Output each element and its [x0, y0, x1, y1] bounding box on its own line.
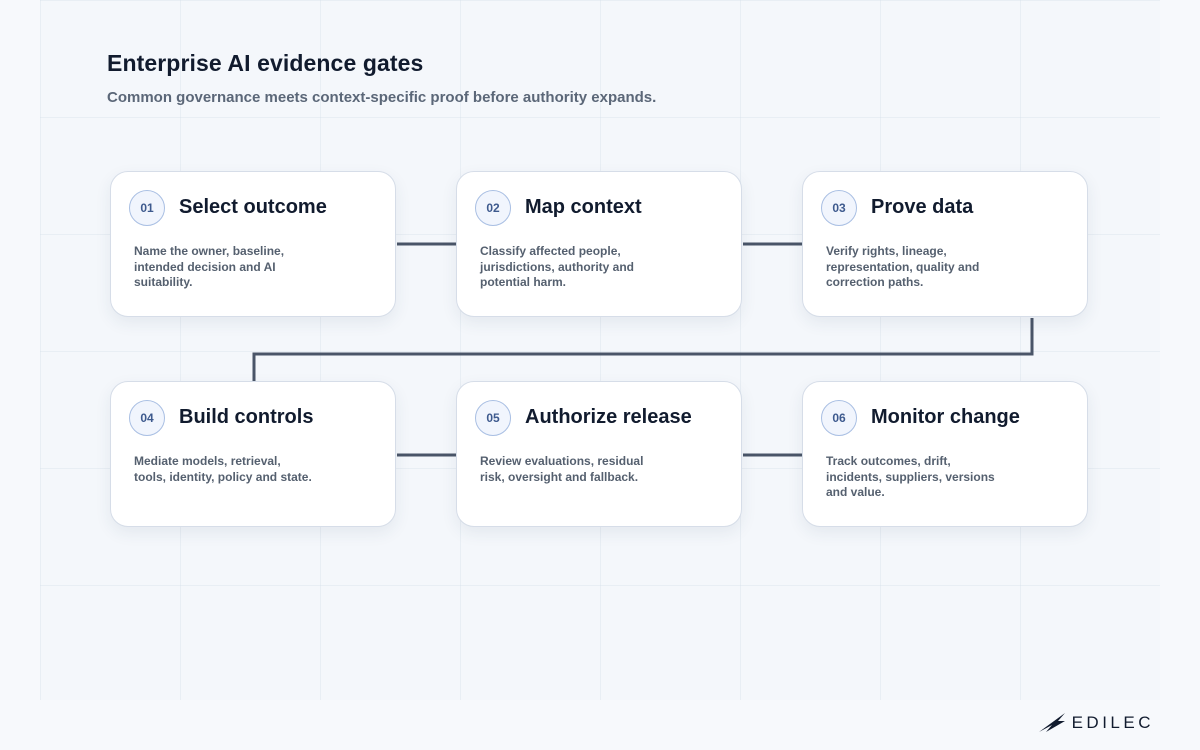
step-number-badge: 01 — [129, 190, 165, 226]
diagram-canvas — [40, 0, 1160, 700]
step-number-badge: 04 — [129, 400, 165, 436]
step-title: Prove data — [871, 196, 974, 218]
connector-03-04 — [252, 318, 1034, 382]
step-title: Map context — [525, 196, 642, 218]
step-card-build-controls: 04 Build controls Mediate models, retrie… — [110, 381, 396, 527]
step-card-authorize-release: 05 Authorize release Review evaluations,… — [456, 381, 742, 527]
edilec-wing-icon — [1038, 713, 1065, 732]
step-description: Review evaluations, residual risk, overs… — [480, 454, 644, 484]
step-title: Select outcome — [179, 196, 327, 218]
step-description: Classify affected people, jurisdictions,… — [480, 244, 635, 289]
step-title: Monitor change — [871, 406, 1020, 428]
step-number-badge: 05 — [475, 400, 511, 436]
page-subtitle: Common governance meets context-specific… — [107, 89, 657, 106]
step-card-map-context: 02 Map context Classify affected people,… — [456, 171, 742, 317]
step-card-monitor-change: 06 Monitor change Track outcomes, drift,… — [802, 381, 1088, 527]
step-description: Name the owner, baseline, intended decis… — [134, 244, 285, 289]
step-description: Mediate models, retrieval, tools, identi… — [134, 454, 312, 484]
step-description: Verify rights, lineage, representation, … — [826, 244, 980, 289]
step-description: Track outcomes, drift, incidents, suppli… — [826, 454, 995, 499]
step-card-prove-data: 03 Prove data Verify rights, lineage, re… — [802, 171, 1088, 317]
step-title: Authorize release — [525, 406, 692, 428]
page-title: Enterprise AI evidence gates — [107, 50, 424, 76]
step-number-badge: 06 — [821, 400, 857, 436]
step-title: Build controls — [179, 406, 314, 428]
step-number-badge: 03 — [821, 190, 857, 226]
brand-logo: EDILEC — [1038, 712, 1154, 734]
brand-name: EDILEC — [1071, 713, 1154, 732]
step-card-select-outcome: 01 Select outcome Name the owner, baseli… — [110, 171, 396, 317]
step-number-badge: 02 — [475, 190, 511, 226]
